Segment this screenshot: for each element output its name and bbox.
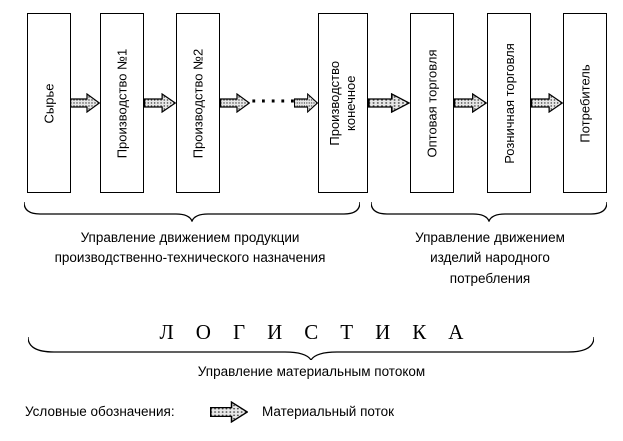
logistics-brace xyxy=(28,334,594,360)
flow-box-production-2: Производство №2 xyxy=(176,13,220,193)
flow-box-retail-trade: Розничная торговля xyxy=(487,13,531,193)
flow-box-label: Производство №2 xyxy=(190,48,206,158)
left-group-brace xyxy=(24,200,360,222)
flow-box-label: Оптовая торговля xyxy=(424,48,440,158)
right-group-brace xyxy=(371,200,607,222)
flow-box-label: Розничная торговля xyxy=(501,42,517,164)
material-flow-arrow-icon xyxy=(368,93,410,113)
material-flow-arrow-icon xyxy=(454,93,487,113)
flow-box-final-production: Производство конечное xyxy=(318,13,368,193)
material-flow-arrow-icon xyxy=(220,93,250,113)
flow-box-label: Потребитель xyxy=(577,63,593,143)
right-group-label: Управление движением изделий народного п… xyxy=(415,230,565,286)
material-flow-arrow-icon xyxy=(210,401,248,423)
flow-box-production-1: Производство №1 xyxy=(100,13,144,193)
material-flow-arrow-icon xyxy=(70,93,100,113)
legend-label: Условные обозначения: xyxy=(25,404,175,419)
flow-box-wholesale-trade: Оптовая торговля xyxy=(410,13,454,193)
flow-box-consumer: Потребитель xyxy=(563,13,607,193)
flow-box-raw-materials: Сырье xyxy=(27,13,71,193)
material-flow-arrow-icon xyxy=(294,93,318,113)
left-group-label: Управление движением продукции производс… xyxy=(54,230,326,266)
flow-box-label: Производство конечное xyxy=(326,60,359,146)
logistics-subtitle: Управление материальным потоком xyxy=(197,364,426,379)
material-flow-arrow-icon xyxy=(144,93,176,113)
flow-box-label: Сырье xyxy=(41,83,57,123)
material-flow-arrow-icon xyxy=(531,93,563,113)
legend-item-label: Материальный поток xyxy=(262,404,395,419)
logistics-title: ЛОГИСТИКА xyxy=(159,320,486,344)
flow-box-label: Производство №1 xyxy=(114,48,130,158)
flow-continuation-dots: ····· xyxy=(251,91,300,113)
